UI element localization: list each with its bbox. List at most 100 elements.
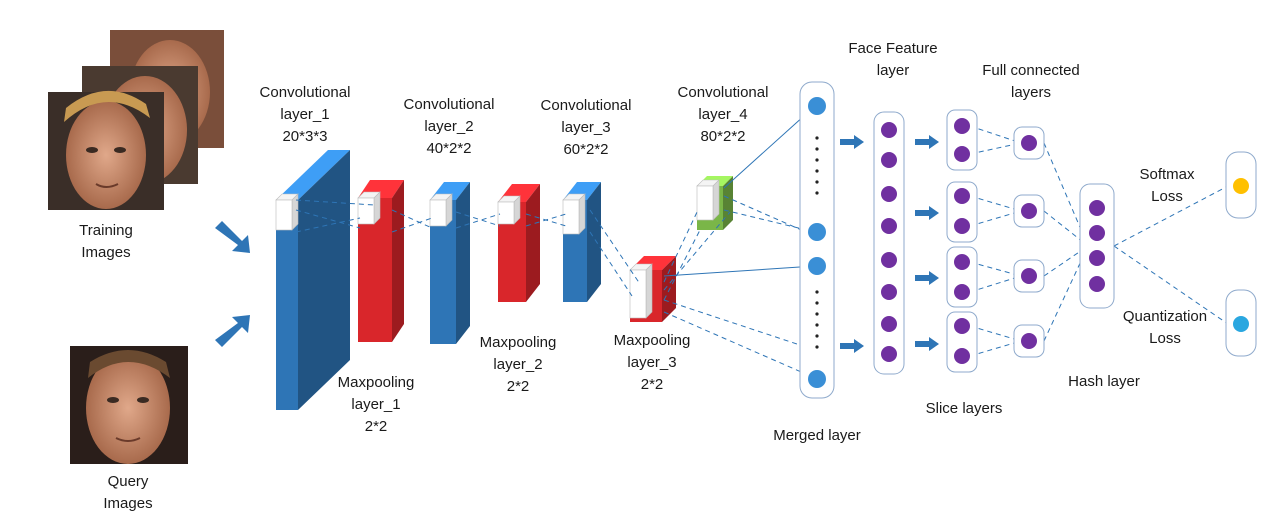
merged-ellipsis-dot-5 — [815, 191, 819, 195]
merged-ellipsis-dot-0 — [815, 136, 819, 140]
pool3-merged-link-top — [663, 265, 816, 277]
fc-node-2 — [1021, 268, 1037, 284]
merged-ellipsis-dot-b0 — [815, 290, 819, 294]
merged-node-0 — [808, 97, 826, 115]
conv4-block — [696, 176, 733, 230]
face-feature-node-0 — [881, 122, 897, 138]
training-face-photo — [48, 30, 224, 210]
conv-link-13 — [663, 211, 731, 291]
slice-fc-link-2-1 — [969, 275, 1022, 293]
conv-link-8 — [525, 213, 567, 227]
face-feature-node-7 — [881, 346, 897, 362]
softmax-node — [1233, 178, 1249, 194]
fc-node-3 — [1021, 333, 1037, 349]
pool2-block — [497, 184, 540, 302]
arrow-icon — [215, 221, 250, 347]
merged-ellipsis-dot-b5 — [815, 345, 819, 349]
slice-node-0-0 — [954, 118, 970, 134]
face-feature-node-2 — [881, 186, 897, 202]
slice-fc-link-1-1 — [969, 210, 1022, 227]
conv2-block — [429, 182, 470, 344]
conv-link-6 — [455, 213, 501, 229]
merged-ellipsis-dot-b1 — [815, 301, 819, 305]
face-feature-node-1 — [881, 152, 897, 168]
merged-ellipsis-dot-2 — [815, 158, 819, 162]
conv1-block — [275, 150, 350, 410]
merged-node-3 — [808, 370, 826, 388]
hash-softmax-link — [1113, 185, 1229, 247]
conv-link-10 — [589, 231, 633, 297]
face-feature-column — [873, 111, 905, 375]
merged-node-2 — [808, 257, 826, 275]
slice-fc-link-2-0 — [969, 261, 1022, 277]
merged-layer-label: Merged layer — [773, 427, 861, 444]
conv3-block — [562, 182, 601, 302]
slice-fc-link-3-0 — [969, 325, 1022, 342]
pool3-block — [629, 256, 676, 322]
merged-face-arrow-0 — [840, 135, 864, 149]
merged-node-1 — [808, 223, 826, 241]
fc-node-1 — [1021, 203, 1037, 219]
hash-node-1 — [1089, 225, 1105, 241]
pool1-block — [357, 180, 404, 342]
slice-node-3-0 — [954, 318, 970, 334]
face-feature-node-5 — [881, 284, 897, 300]
face-slice-arrow-0 — [915, 135, 939, 149]
merged-ellipsis-dot-1 — [815, 147, 819, 151]
query-face-photo — [70, 346, 188, 464]
fc-layer-boxes — [1013, 126, 1045, 358]
hash-layer-box — [1079, 183, 1115, 309]
pool3-merged-link-bot — [663, 311, 816, 379]
slice-fc-link-0-1 — [969, 142, 1022, 155]
slice-fc-link-0-0 — [969, 125, 1022, 144]
slice-fc-link-3-1 — [969, 340, 1022, 357]
conv-link-12 — [663, 229, 701, 301]
conv-link-1 — [295, 217, 361, 233]
face-slice-arrow-1 — [915, 206, 939, 220]
quantization-node — [1233, 316, 1249, 332]
conv-link-9 — [589, 209, 641, 285]
slice-node-3-1 — [954, 348, 970, 364]
hash-node-0 — [1089, 200, 1105, 216]
merged-ellipsis-dot-b2 — [815, 312, 819, 316]
conv-link-0 — [295, 209, 361, 229]
slice-layers-label: Slice layers — [925, 400, 1003, 417]
face-feature-node-6 — [881, 316, 897, 332]
hash-layer-label: Hash layer — [1068, 373, 1140, 390]
conv-link-5 — [455, 211, 501, 227]
face-feature-node-4 — [881, 252, 897, 268]
merged-ellipsis-dot-4 — [815, 180, 819, 184]
merged-ellipsis-dot-b4 — [815, 334, 819, 338]
conv-link-2 — [295, 199, 375, 206]
merged-ellipsis-dot-3 — [815, 169, 819, 173]
slice-node-1-1 — [954, 218, 970, 234]
merged-face-arrow-1 — [840, 339, 864, 353]
slice-fc-link-1-0 — [969, 195, 1022, 212]
slice-node-1-0 — [954, 188, 970, 204]
conv4-merged-link-mid — [723, 209, 816, 233]
hash-node-2 — [1089, 250, 1105, 266]
slice-node-2-1 — [954, 284, 970, 300]
slice-node-2-0 — [954, 254, 970, 270]
face-slice-arrow-2 — [915, 271, 939, 285]
conv-link-3 — [391, 209, 433, 229]
hash-node-3 — [1089, 276, 1105, 292]
face-slice-arrow-3 — [915, 337, 939, 351]
merged-ellipsis-dot-b3 — [815, 323, 819, 327]
face-feature-node-3 — [881, 218, 897, 234]
fc-node-0 — [1021, 135, 1037, 151]
conv-link-4 — [391, 217, 433, 233]
